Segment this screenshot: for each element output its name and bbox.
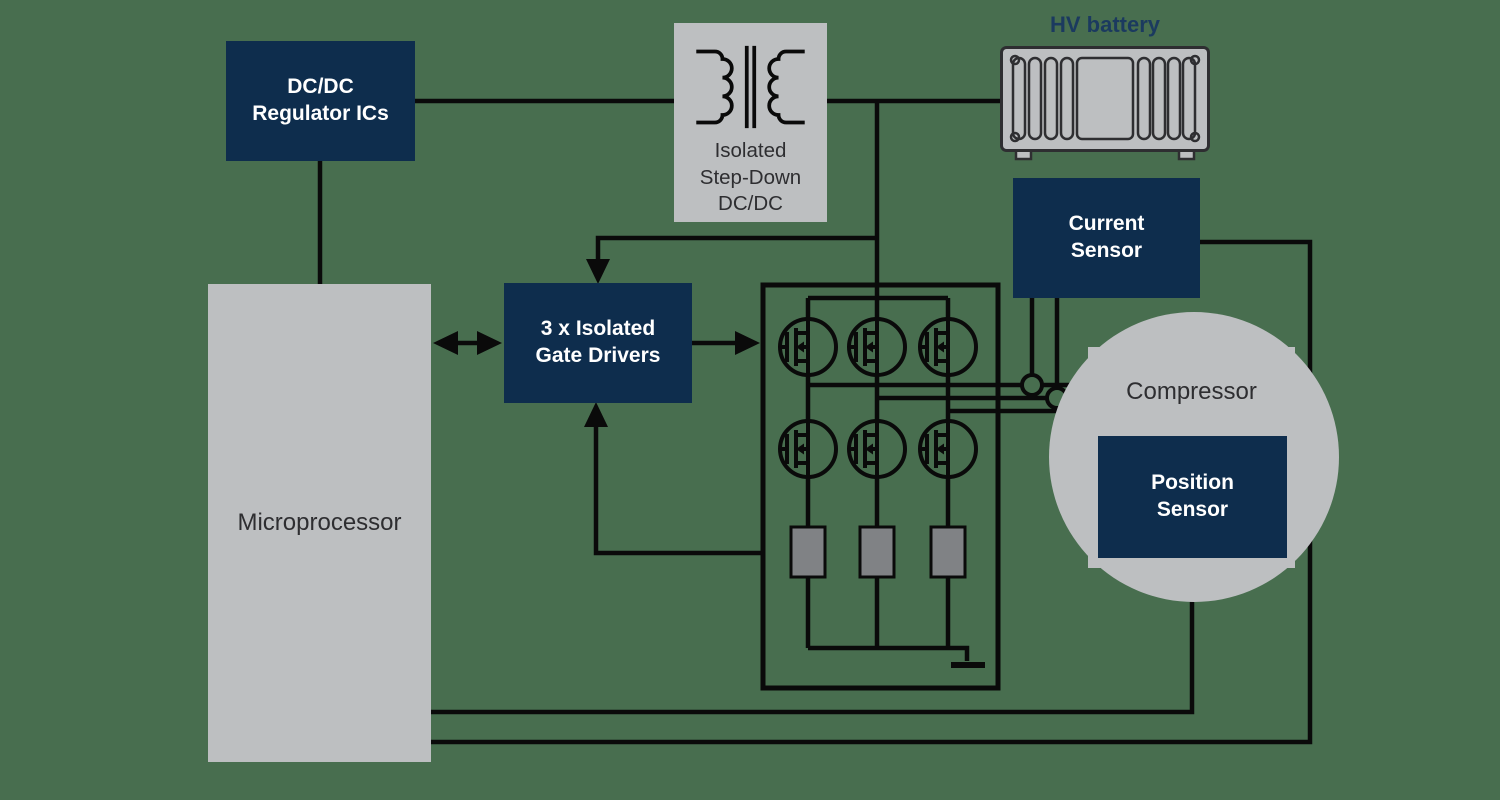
mosfet-icon xyxy=(847,419,907,479)
node-dcdc-regulator-ics: DC/DC Regulator ICs xyxy=(226,41,415,161)
compressor-label: Compressor xyxy=(1126,378,1257,405)
dcdc-regulator-label: DC/DC Regulator ICs xyxy=(252,75,389,125)
node-gate-drivers: 3 x Isolated Gate Drivers xyxy=(504,283,692,403)
arrowhead-up-into-gatedrivers xyxy=(584,402,608,427)
battery-icon xyxy=(1000,46,1210,161)
current-loop-icon xyxy=(1020,373,1044,397)
wire-inverter-columns xyxy=(805,375,951,648)
microprocessor-label: Microprocessor xyxy=(237,509,402,536)
node-microprocessor: Microprocessor xyxy=(208,284,431,762)
arrowhead-left-into-microprocessor xyxy=(433,331,458,355)
gate-drivers-label: 3 x Isolated Gate Drivers xyxy=(535,317,661,367)
node-current-sensor: Current Sensor xyxy=(1013,178,1200,298)
wire-position-feedback xyxy=(431,602,1195,715)
node-position-sensor: Position Sensor xyxy=(1098,436,1287,558)
position-sensor-label: Position Sensor xyxy=(1151,471,1234,521)
arrowhead-right-into-inverter xyxy=(735,331,760,355)
isolated-stepdown-label: Isolated Step-Down DC/DC xyxy=(699,139,802,216)
wire-gatedriver-supply xyxy=(595,235,877,260)
wire-inverter-to-gatedriver xyxy=(593,426,763,556)
wire-current-sense-taps xyxy=(1029,298,1060,388)
transformer-icon xyxy=(696,45,805,129)
node-isolated-stepdown-dcdc: Isolated Step-Down DC/DC xyxy=(674,23,827,222)
mosfet-icon xyxy=(918,317,978,377)
wire-inverter-bottom-bus xyxy=(808,645,970,661)
arrowheads xyxy=(433,259,760,427)
arrowhead-down-into-gatedrivers xyxy=(586,259,610,284)
arrowhead-right-into-gatedrivers xyxy=(477,331,502,355)
current-sensor-label: Current Sensor xyxy=(1068,212,1145,262)
shunt-resistor xyxy=(858,525,896,579)
shunt-resistors xyxy=(789,525,967,579)
hv-battery-label: HV battery xyxy=(1049,12,1161,37)
mosfet-icon xyxy=(778,419,838,479)
mosfet-icon xyxy=(847,317,907,377)
shunt-resistor xyxy=(929,525,967,579)
wire-inverter-top-bus xyxy=(805,295,951,319)
mosfet-icon xyxy=(918,419,978,479)
shunt-resistor xyxy=(789,525,827,579)
inverter-outline xyxy=(760,282,1001,691)
mosfet-icon xyxy=(778,317,838,377)
